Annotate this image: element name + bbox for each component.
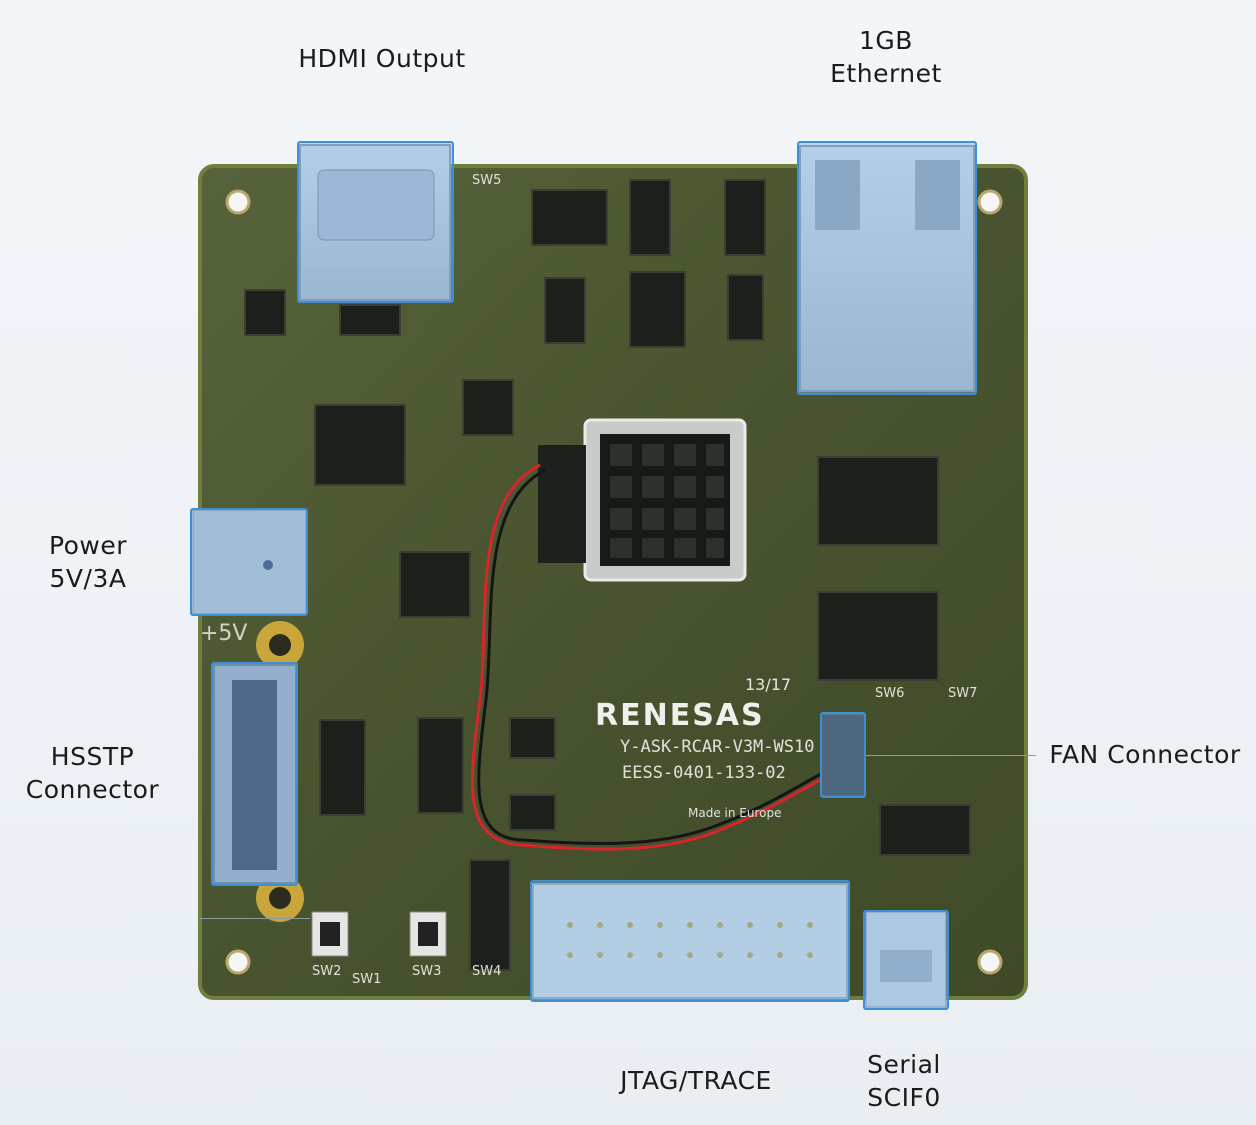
power-highlight[interactable] [190, 508, 308, 616]
hdmi-highlight[interactable] [297, 141, 454, 303]
ethernet-highlight[interactable] [797, 141, 977, 395]
jtag-label: JTAG/TRACE [596, 1064, 796, 1097]
power-label-line2: 5V/3A [49, 564, 127, 593]
hsstp-leader-line [200, 918, 310, 919]
hsstp-label: HSSTP Connector [10, 740, 175, 806]
fan-leader-line [866, 755, 1036, 756]
date-silk: 13/17 [745, 675, 791, 694]
jtag-label-text: JTAG/TRACE [620, 1066, 772, 1095]
heatsink [538, 418, 747, 582]
ic-chips [244, 179, 971, 971]
brand-silk: RENESAS [595, 698, 765, 733]
svg-text:SW7: SW7 [948, 686, 977, 701]
svg-text:SW3: SW3 [412, 964, 441, 979]
jtag-highlight[interactable] [530, 880, 850, 1002]
svg-text:SW6: SW6 [875, 686, 904, 701]
serial-label: Serial SCIF0 [834, 1048, 974, 1114]
hdmi-label-text: HDMI Output [298, 44, 466, 73]
svg-text:SW5: SW5 [472, 173, 501, 188]
power-jack-body [192, 509, 307, 615]
jtag-header [532, 883, 848, 999]
svg-text:SW4: SW4 [472, 964, 501, 979]
push-buttons [311, 911, 447, 957]
ethernet-label-line1: 1GB [859, 26, 913, 55]
fan-connector-body [822, 715, 864, 795]
power-label: Power 5V/3A [18, 529, 158, 595]
hsstp-label-line2: Connector [25, 775, 160, 804]
gold-pads [256, 621, 304, 922]
svg-text:SW1: SW1 [352, 972, 381, 987]
serial-label-line1: Serial [867, 1050, 941, 1079]
switch-labels: SW5 SW6 SW7 SW2 SW1 SW3 SW4 [312, 173, 977, 987]
power-label-line1: Power [48, 531, 128, 560]
fan-label: FAN Connector [1040, 738, 1250, 771]
hsstp-label-line1: HSSTP [50, 742, 135, 771]
mounting-holes [225, 189, 1003, 975]
model-silk: Y-ASK-RCAR-V3M-WS10 [620, 737, 814, 757]
serial-label-line2: SCIF0 [867, 1083, 941, 1112]
hsstp-highlight[interactable] [211, 662, 298, 886]
5v-silk: +5V [200, 621, 247, 646]
serial-highlight[interactable] [863, 910, 949, 1010]
ethernet-label: 1GB Ethernet [786, 24, 986, 90]
made-in-silk: Made in Europe [688, 806, 781, 820]
part-silk: EESS-0401-133-02 [622, 763, 786, 783]
fan-cable [470, 463, 831, 851]
fan-label-text: FAN Connector [1049, 740, 1241, 769]
hdmi-label: HDMI Output [282, 42, 482, 75]
svg-text:SW2: SW2 [312, 964, 341, 979]
ethernet-label-line2: Ethernet [830, 59, 942, 88]
fan-highlight[interactable] [820, 712, 866, 798]
